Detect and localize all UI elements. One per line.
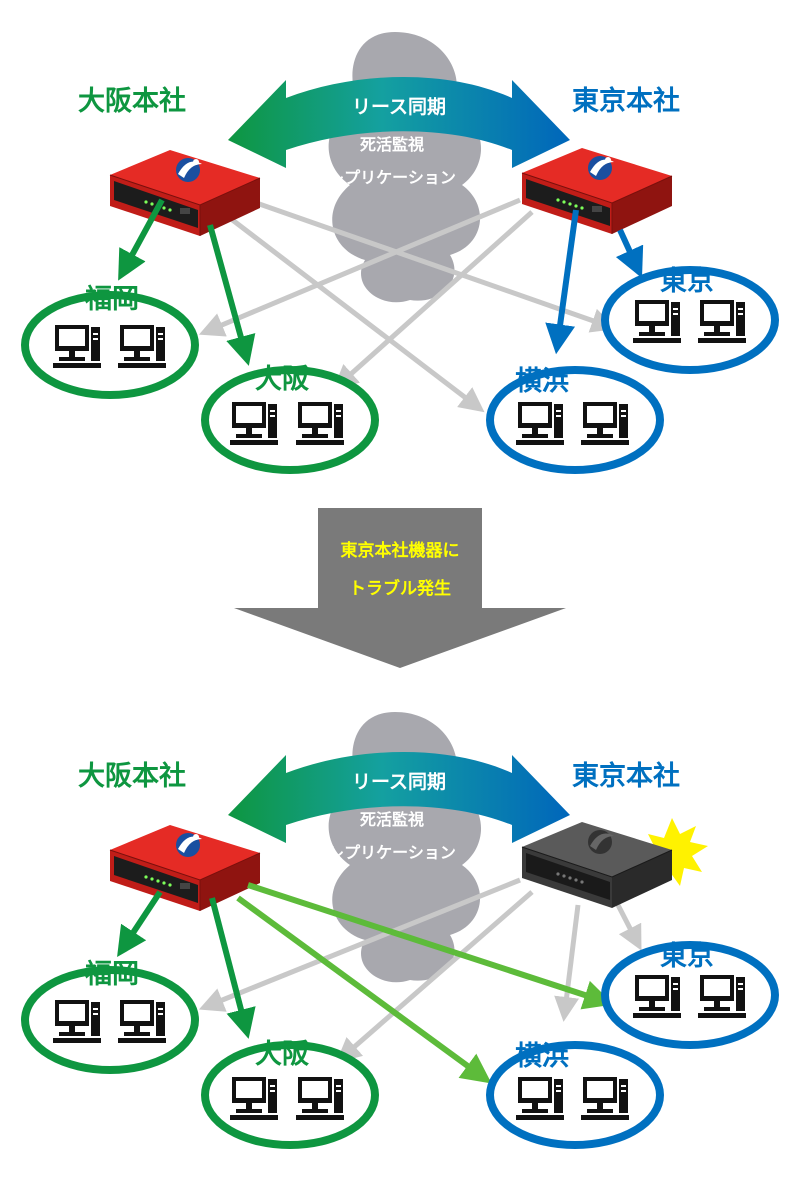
router-device-icon [521, 147, 673, 235]
sync-double-arrow: リース同期 [228, 752, 570, 843]
site-label-fukuoka: 福岡 [84, 284, 139, 315]
sync-label: リース同期 [352, 771, 446, 793]
cloud-label-monitoring: 死活監視 [360, 135, 424, 154]
cloud-label-monitoring: 死活監視 [360, 810, 424, 829]
site-label-tokyo: 東京 [660, 265, 714, 297]
sync-label: リース同期 [352, 96, 446, 118]
site-fukuoka: 福岡 [21, 284, 199, 399]
site-label-osaka: 大阪 [255, 364, 309, 395]
osaka-hq-links [117, 890, 256, 1039]
router-device-icon [109, 824, 261, 912]
gray-connections [198, 877, 642, 1063]
transition-line-2: トラブル発生 [349, 578, 451, 599]
failover-links [236, 882, 614, 1084]
transition-arrow: 東京本社機器に トラブル発生 [234, 508, 566, 668]
osaka-hq-links [118, 198, 256, 366]
site-label-osaka: 大阪 [255, 1039, 309, 1070]
site-yokohama: 横浜 [486, 366, 664, 474]
hq-label-osaka: 大阪本社 [78, 85, 186, 117]
site-tokyo: 東京 [601, 265, 779, 374]
site-osaka: 大阪 [201, 364, 379, 474]
cloud-label-replication: レプリケーション [328, 168, 456, 187]
gray-connections [198, 197, 617, 413]
site-label-tokyo: 東京 [660, 940, 714, 972]
hq-label-tokyo: 東京本社 [572, 85, 680, 117]
site-osaka: 大阪 [201, 1039, 379, 1149]
site-yokohama: 横浜 [486, 1041, 664, 1149]
cloud-label-replication: レプリケーション [328, 843, 456, 862]
sync-double-arrow: リース同期 [228, 77, 570, 168]
site-fukuoka: 福岡 [21, 959, 199, 1074]
hq-label-osaka: 大阪本社 [78, 760, 186, 792]
top-panel: リース同期 死活監視 レプリケーション 大阪本社 東京本社 福岡 大阪 [21, 32, 779, 474]
transition-line-1: 東京本社機器に [341, 540, 460, 561]
hq-label-tokyo: 東京本社 [572, 760, 680, 792]
site-label-yokohama: 横浜 [515, 366, 569, 397]
tokyo-hq-links [545, 209, 644, 355]
site-label-yokohama: 横浜 [515, 1041, 569, 1072]
site-label-fukuoka: 福岡 [84, 959, 139, 990]
site-tokyo: 東京 [601, 940, 779, 1049]
bottom-panel: リース同期 死活監視 レプリケーション 大阪本社 東京本社 福岡 大阪 [21, 712, 779, 1149]
